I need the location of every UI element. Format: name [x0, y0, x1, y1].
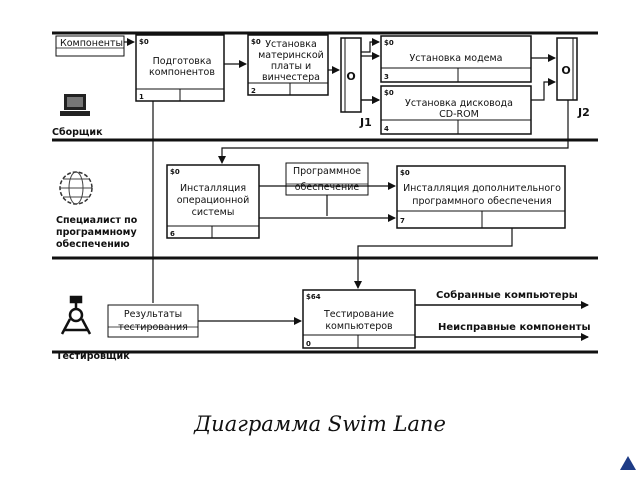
activity-test-cost: $64 — [306, 293, 321, 301]
swim-lane-diagram: Сборщик Компоненты $0 1 Подготовка компо… — [52, 31, 598, 362]
activity-cdrom-cost: $0 — [384, 89, 394, 97]
actor-assembler-label: Сборщик — [52, 127, 103, 138]
activity-mobo-label-1: Установка — [265, 39, 317, 50]
input-software-label-1: Программное — [293, 166, 361, 177]
activity-prep-num: 1 — [139, 93, 144, 101]
junction-j2-label: J2 — [577, 106, 590, 119]
activity-cdrom-num: 4 — [384, 125, 389, 133]
input-test-results: Результаты тестирования — [107, 304, 199, 338]
activity-os: $0 6 Инсталляция операционной системы — [166, 164, 260, 239]
activity-modem: $0 3 Установка модема — [380, 35, 532, 83]
activity-os-label-2: операционной — [177, 195, 250, 206]
activity-mobo-label-4: винчестера — [262, 72, 320, 83]
activity-prep-cost: $0 — [139, 38, 149, 46]
activity-cdrom-label-2: CD-ROM — [439, 109, 479, 120]
activity-extra-label-2: программного обеспечения — [412, 196, 551, 207]
activity-os-num: 6 — [170, 230, 175, 238]
activity-modem-cost: $0 — [384, 39, 394, 47]
output-assembled-label: Собранные компьютеры — [436, 289, 578, 301]
activity-mobo-label-2: материнской — [258, 50, 324, 61]
activity-extra: $0 7 Инсталляция дополнительного програм… — [396, 165, 566, 229]
actor-specialist-label-1: Специалист по — [56, 215, 138, 226]
junction-j1-symbol: O — [346, 70, 355, 83]
activity-modem-label: Установка модема — [410, 53, 503, 64]
junction-j1-label: J1 — [359, 116, 372, 129]
connectors — [124, 38, 589, 341]
input-test-results-label-1: Результаты — [124, 309, 182, 320]
input-software-label-2: обеспечение — [295, 182, 360, 193]
tester-icon — [60, 295, 92, 335]
activity-extra-label-1: Инсталляция дополнительного — [403, 183, 561, 194]
activity-test: $64 0 Тестирование компьютеров — [302, 289, 416, 349]
actor-specialist-label-2: программному — [56, 227, 137, 238]
input-software: Программное обеспечение — [285, 162, 369, 196]
activity-prep: $0 1 Подготовка компонентов — [135, 34, 225, 102]
junction-j2: O J2 — [556, 37, 590, 119]
activity-mobo-num: 2 — [251, 87, 256, 95]
activity-test-num: 0 — [306, 340, 311, 348]
output-defective-label: Неисправные компоненты — [438, 322, 591, 333]
actor-tester-label: Тестировщик — [56, 351, 130, 362]
activity-os-label-3: системы — [192, 207, 235, 218]
junction-j2-symbol: O — [561, 64, 570, 77]
activity-extra-num: 7 — [400, 217, 405, 225]
activity-test-label-2: компьютеров — [325, 321, 393, 332]
activity-mobo-label-3: платы и — [271, 61, 311, 72]
activity-os-label-1: Инсталляция — [180, 183, 246, 194]
diagram-caption: Диаграмма Swim Lane — [194, 412, 446, 436]
activity-cdrom: $0 4 Установка дисковода CD-ROM — [380, 85, 532, 135]
activity-prep-label-2: компонентов — [149, 67, 215, 78]
junction-j1: O J1 — [340, 37, 372, 129]
globe-icon — [59, 171, 93, 205]
activity-modem-num: 3 — [384, 73, 389, 81]
next-slide-icon[interactable] — [620, 456, 636, 470]
input-components: Компоненты — [55, 35, 125, 57]
activity-mobo-cost: $0 — [251, 38, 261, 46]
activity-mobo: $0 2 Установка материнской платы и винче… — [247, 34, 329, 96]
input-components-label: Компоненты — [60, 38, 123, 49]
activity-prep-label-1: Подготовка — [153, 56, 212, 67]
activity-cdrom-label-1: Установка дисковода — [405, 98, 513, 109]
activity-test-label-1: Тестирование — [323, 309, 394, 320]
assembler-icon — [60, 94, 90, 116]
activity-os-cost: $0 — [170, 168, 180, 176]
lane-separators — [52, 31, 598, 354]
activity-extra-cost: $0 — [400, 169, 410, 177]
input-test-results-label-2: тестирования — [118, 322, 188, 333]
actor-specialist-label-3: обеспечению — [56, 239, 130, 250]
